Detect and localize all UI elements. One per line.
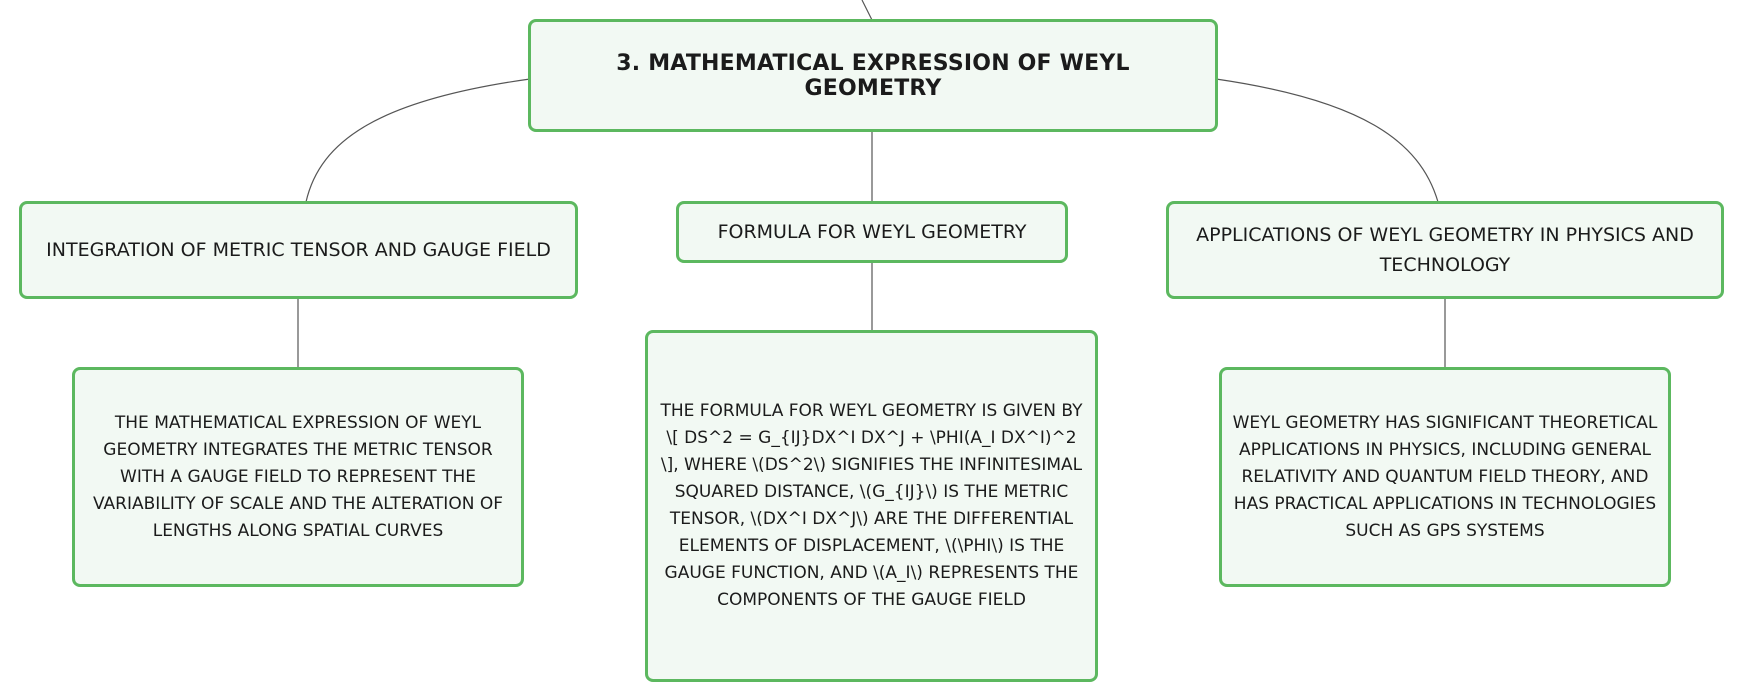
connector-parent-in — [861, 0, 873, 21]
leaf-node-applications[interactable]: WEYL GEOMETRY HAS SIGNIFICANT THEORETICA… — [1219, 367, 1671, 587]
leaf-node-formula[interactable]: THE FORMULA FOR WEYL GEOMETRY IS GIVEN B… — [645, 330, 1098, 682]
branch-node-applications[interactable]: APPLICATIONS OF WEYL GEOMETRY IN PHYSICS… — [1166, 201, 1724, 299]
leaf-detail: WEYL GEOMETRY HAS SIGNIFICANT THEORETICA… — [1232, 412, 1658, 541]
branch-label: APPLICATIONS OF WEYL GEOMETRY IN PHYSICS… — [1196, 224, 1694, 276]
branch-label: INTEGRATION OF METRIC TENSOR AND GAUGE F… — [46, 239, 551, 261]
root-node[interactable]: 3. MATHEMATICAL EXPRESSION OF WEYL GEOME… — [528, 19, 1218, 132]
root-title: 3. MATHEMATICAL EXPRESSION OF WEYL GEOME… — [616, 50, 1130, 101]
leaf-node-metric-gauge[interactable]: THE MATHEMATICAL EXPRESSION OF WEYL GEOM… — [72, 367, 524, 587]
leaf-detail: THE MATHEMATICAL EXPRESSION OF WEYL GEOM… — [93, 412, 503, 541]
branch-node-formula[interactable]: FORMULA FOR WEYL GEOMETRY — [676, 201, 1068, 263]
branch-node-metric-gauge[interactable]: INTEGRATION OF METRIC TENSOR AND GAUGE F… — [19, 201, 578, 299]
branch-label: FORMULA FOR WEYL GEOMETRY — [717, 221, 1027, 243]
leaf-detail: THE FORMULA FOR WEYL GEOMETRY IS GIVEN B… — [660, 401, 1083, 610]
connector-root-to-branch-3 — [1215, 78, 1439, 203]
connector-root-to-branch-1 — [305, 78, 531, 203]
